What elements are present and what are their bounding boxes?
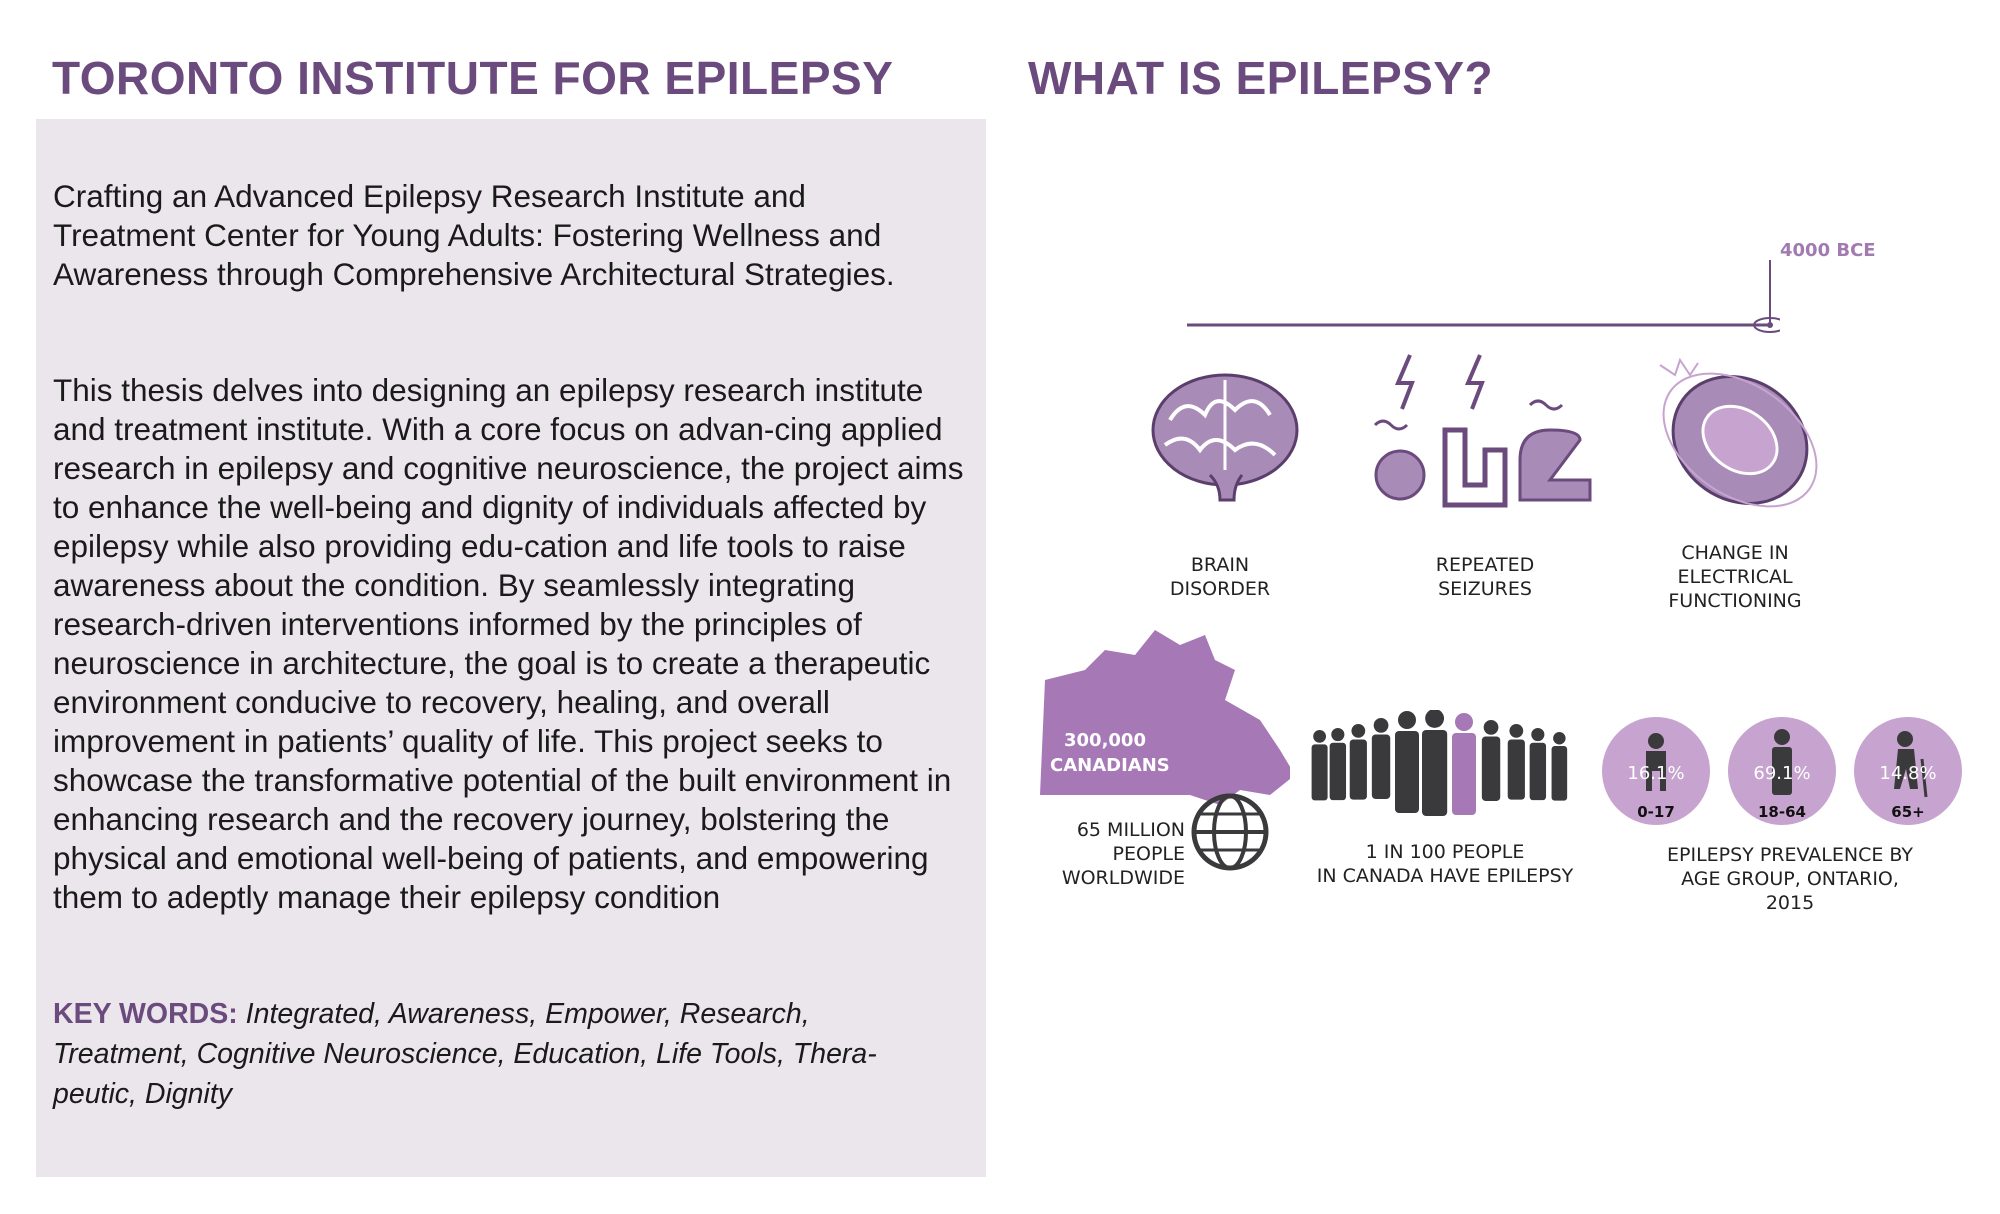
people-caption: 1 IN 100 PEOPLE IN CANADA HAVE EPILEPSY: [1316, 841, 1574, 887]
electrical-caption: CHANGE IN ELECTRICAL FUNCTIONING: [1668, 542, 1802, 612]
timeline-marker: [1753, 317, 1780, 333]
age-18-64: 18-64: [1758, 803, 1806, 821]
pct-0-17: 16.1%: [1627, 763, 1685, 784]
keywords-text: Integrated, Awareness, Empower, Research…: [53, 998, 877, 1110]
age-group-circles: [1602, 717, 1962, 825]
people-crowd: [1311, 710, 1568, 817]
prevalence-caption: EPILEPSY PREVALENCE BY AGE GROUP, ONTARI…: [1667, 844, 1913, 914]
age-65-plus: 65+: [1891, 803, 1925, 821]
canadians-label: CANADIANS: [1050, 755, 1170, 776]
abstract-panel: Crafting an Advanced Epilepsy Research I…: [36, 119, 986, 1177]
timeline: [1187, 260, 1780, 333]
globe-icon: [1191, 793, 1269, 871]
keywords: KEY WORDS: Integrated, Awareness, Empowe…: [53, 994, 953, 1114]
timeline-dot: [1767, 322, 1773, 328]
pct-65-plus: 14.8%: [1879, 763, 1937, 784]
timeline-label: 4000 BCE: [1780, 240, 1876, 261]
abstract-paragraph: This thesis delves into designing an epi…: [53, 372, 964, 915]
subtitle-paragraph: Crafting an Advanced Epilepsy Research I…: [53, 178, 895, 292]
seizure-icon: [1373, 354, 1592, 508]
repeated-seizures-caption: REPEATED SEIZURES: [1435, 554, 1535, 600]
canada-map: [1040, 630, 1290, 805]
page-title: TORONTO INSTITUTE FOR EPILEPSY: [52, 52, 894, 104]
brain-disorder-caption: BRAIN DISORDER: [1169, 554, 1271, 600]
brain-icon: [1151, 373, 1299, 502]
keywords-label: KEY WORDS:: [53, 998, 238, 1030]
pct-18-64: 69.1%: [1753, 763, 1811, 784]
age-0-17: 0-17: [1637, 803, 1675, 821]
section-title: WHAT IS EPILEPSY?: [1028, 52, 1494, 104]
electric-brain-icon: [1659, 357, 1818, 508]
canadians-count: 300,000: [1064, 730, 1146, 751]
worldwide-caption: 65 MILLION PEOPLE WORLDWIDE: [1061, 819, 1185, 889]
